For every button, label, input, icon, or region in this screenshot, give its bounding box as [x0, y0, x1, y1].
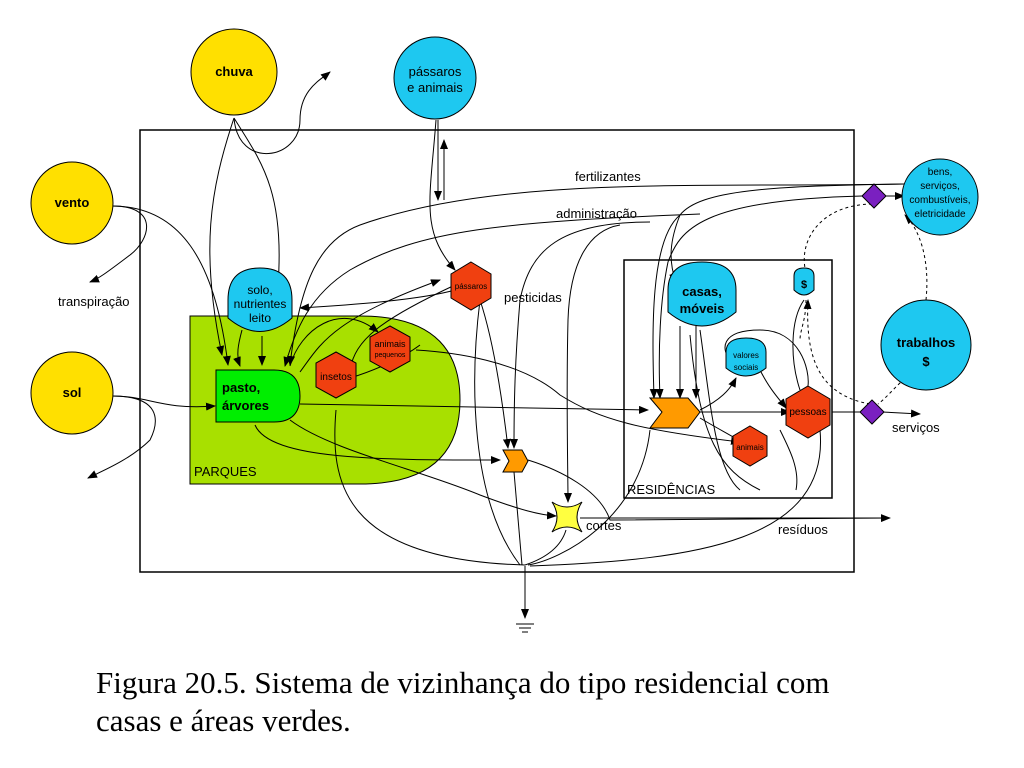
bens-label-4: eletricidade	[914, 209, 966, 220]
caption-line-1: Figura 20.5. Sistema de vizinhança do ti…	[96, 665, 830, 700]
dinheiro-label: $	[801, 279, 807, 291]
figure-caption: Figura 20.5. Sistema de vizinhança do ti…	[96, 664, 936, 740]
animais-hexagon	[732, 425, 768, 467]
switch-cortes	[551, 501, 583, 533]
chuva-circle	[190, 28, 278, 116]
cortes-star-shape	[551, 501, 583, 533]
source-passaros-animais: pássaros e animais	[393, 36, 477, 120]
residencias-box	[623, 259, 833, 499]
animais-pequenos-label-1: animais	[374, 339, 406, 349]
casas-label-1: casas,	[682, 284, 722, 299]
source-sol: sol	[30, 351, 114, 435]
dinheiro-tank-shape	[793, 267, 815, 296]
valores-label-2: sociais	[734, 363, 758, 372]
storage-solo: solo, nutrientes leito	[227, 267, 293, 332]
flow-label-cortes: cortes	[586, 518, 622, 533]
sol-label: sol	[63, 385, 82, 400]
vento-circle	[30, 161, 114, 245]
storage-valores-sociais: valores sociais	[725, 337, 767, 377]
valores-label-1: valores	[733, 351, 759, 360]
consumer-animais: animais	[732, 425, 768, 467]
solo-label-3: leito	[249, 311, 271, 325]
trabalhos-money-label: $	[922, 354, 930, 369]
vento-label: vento	[55, 195, 90, 210]
producer-pasto: pasto, árvores	[215, 369, 301, 423]
flow-label-transpiracao: transpiração	[58, 294, 130, 309]
insetos-hexagon	[315, 351, 357, 399]
valores-tank-shape	[725, 337, 767, 377]
solo-label-1: solo,	[247, 283, 272, 297]
casas-label-2: móveis	[680, 301, 725, 316]
residencias-label: RESIDÊNCIAS	[627, 482, 715, 497]
servicos-transaction-diamond	[859, 399, 885, 425]
system-boundary	[139, 129, 855, 573]
source-bens: bens, serviços, combustíveis, eletricida…	[901, 158, 979, 236]
transaction-bens	[861, 183, 887, 209]
interaction-residencias	[648, 397, 701, 429]
bens-label-1: bens,	[928, 167, 952, 178]
casas-tank-shape	[667, 261, 737, 327]
animais-pequenos-hexagon	[369, 325, 411, 373]
flow-label-administracao: administração	[556, 206, 637, 221]
pessoas-label: pessoas	[789, 407, 826, 418]
passaros-animais-label-1: pássaros	[409, 64, 462, 79]
bens-label-2: serviços,	[920, 181, 959, 192]
consumer-animais-pequenos: animais pequenos	[369, 325, 411, 373]
flow-label-fertilizantes: fertilizantes	[575, 169, 641, 184]
passaros-hexagon	[450, 261, 492, 311]
consumer-passaros: pássaros	[450, 261, 492, 311]
pasto-label-2: árvores	[222, 398, 269, 413]
source-chuva: chuva	[190, 28, 278, 116]
animais-label: animais	[736, 443, 764, 452]
trabalhos-circle	[880, 299, 972, 391]
storage-casas: casas, móveis	[667, 261, 737, 327]
pesticidas-interaction-shape	[502, 449, 529, 473]
bens-transaction-diamond	[861, 183, 887, 209]
consumer-pessoas: pessoas	[785, 385, 831, 439]
pessoas-hexagon	[785, 385, 831, 439]
bens-circle	[901, 158, 979, 236]
source-vento: vento	[30, 161, 114, 245]
trabalhos-label: trabalhos	[897, 335, 956, 350]
passaros-label: pássaros	[455, 282, 487, 291]
sol-circle	[30, 351, 114, 435]
bens-label-3: combustíveis,	[909, 195, 970, 206]
solo-label-2: nutrientes	[234, 297, 287, 311]
insetos-label: insetos	[320, 372, 352, 383]
solo-tank-shape	[227, 267, 293, 332]
energy-systems-diagram: chuva pássaros e animais vento sol bens,…	[30, 28, 979, 633]
interaction-pesticidas	[502, 449, 529, 473]
parques-label: PARQUES	[194, 464, 257, 479]
storage-dinheiro: $	[793, 267, 815, 296]
passaros-animais-label-2: e animais	[407, 80, 463, 95]
residencias-interaction-shape	[648, 397, 701, 429]
passaros-animais-circle	[393, 36, 477, 120]
pasto-label-1: pasto,	[222, 380, 260, 395]
source-trabalhos: trabalhos $	[880, 299, 972, 391]
flow-label-pesticidas: pesticidas	[504, 290, 562, 305]
flow-lines	[87, 71, 921, 619]
flow-label-residuos: resíduos	[778, 522, 828, 537]
transaction-servicos	[859, 399, 885, 425]
caption-line-2: casas e áreas verdes.	[96, 703, 351, 738]
animais-pequenos-label-2: pequenos	[375, 352, 406, 359]
heat-sink	[516, 623, 534, 633]
flow-label-servicos: serviços	[892, 420, 940, 435]
chuva-label: chuva	[215, 64, 253, 79]
pasto-producer-shape	[215, 369, 301, 423]
consumer-insetos: insetos	[315, 351, 357, 399]
